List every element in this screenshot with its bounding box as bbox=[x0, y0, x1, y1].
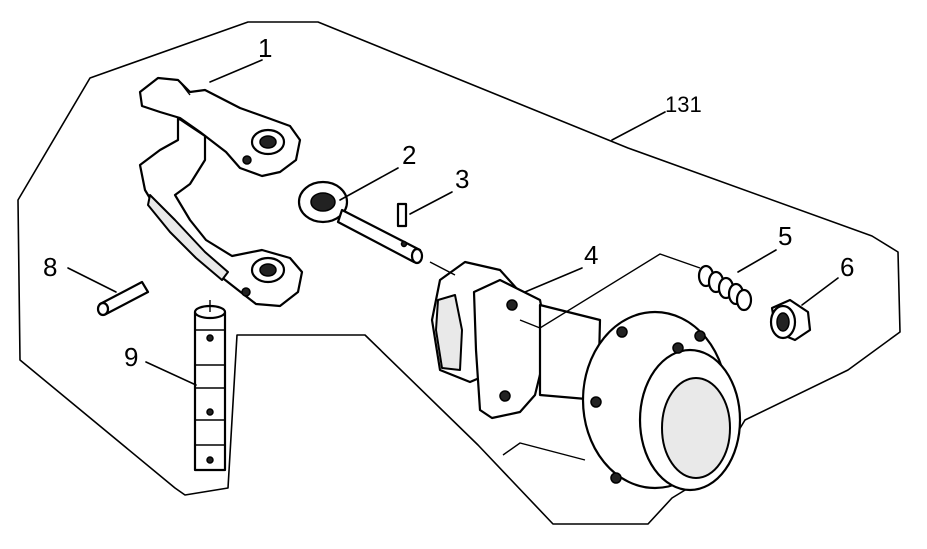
leader-line-5 bbox=[737, 249, 777, 273]
callout-label-6: 6 bbox=[840, 252, 854, 282]
leader-line-1 bbox=[209, 59, 263, 83]
callout-label-3: 3 bbox=[455, 164, 469, 194]
callout-label-4: 4 bbox=[584, 240, 598, 270]
part-4-hub-housing bbox=[430, 260, 742, 492]
callout-label-1: 1 bbox=[258, 33, 272, 63]
callout-label-5: 5 bbox=[778, 221, 792, 251]
axis-line-hub bbox=[429, 253, 701, 329]
leader-line-8 bbox=[67, 267, 117, 293]
callout-label-131: 131 bbox=[665, 92, 702, 117]
leader-line-4 bbox=[524, 267, 583, 293]
leader-line-131 bbox=[611, 111, 666, 141]
part-1-yoke-lever bbox=[138, 76, 304, 308]
part-2-eye-bolt bbox=[297, 180, 424, 265]
part-9-shaft bbox=[193, 304, 227, 472]
leader-line-6 bbox=[801, 277, 839, 306]
assembly-boundary-outline bbox=[17, 21, 901, 525]
part-3-pin bbox=[396, 202, 408, 228]
part-5-spring bbox=[697, 264, 753, 312]
callout-label-2: 2 bbox=[402, 140, 416, 170]
leader-line-3 bbox=[409, 191, 453, 215]
part-6-bushing bbox=[769, 298, 812, 342]
leader-line-2 bbox=[339, 167, 399, 201]
axis-line-lower bbox=[502, 442, 586, 461]
callout-label-9: 9 bbox=[124, 342, 138, 372]
part-8-short-pin bbox=[96, 280, 150, 317]
leader-line-9 bbox=[145, 361, 197, 386]
callout-label-8: 8 bbox=[43, 252, 57, 282]
